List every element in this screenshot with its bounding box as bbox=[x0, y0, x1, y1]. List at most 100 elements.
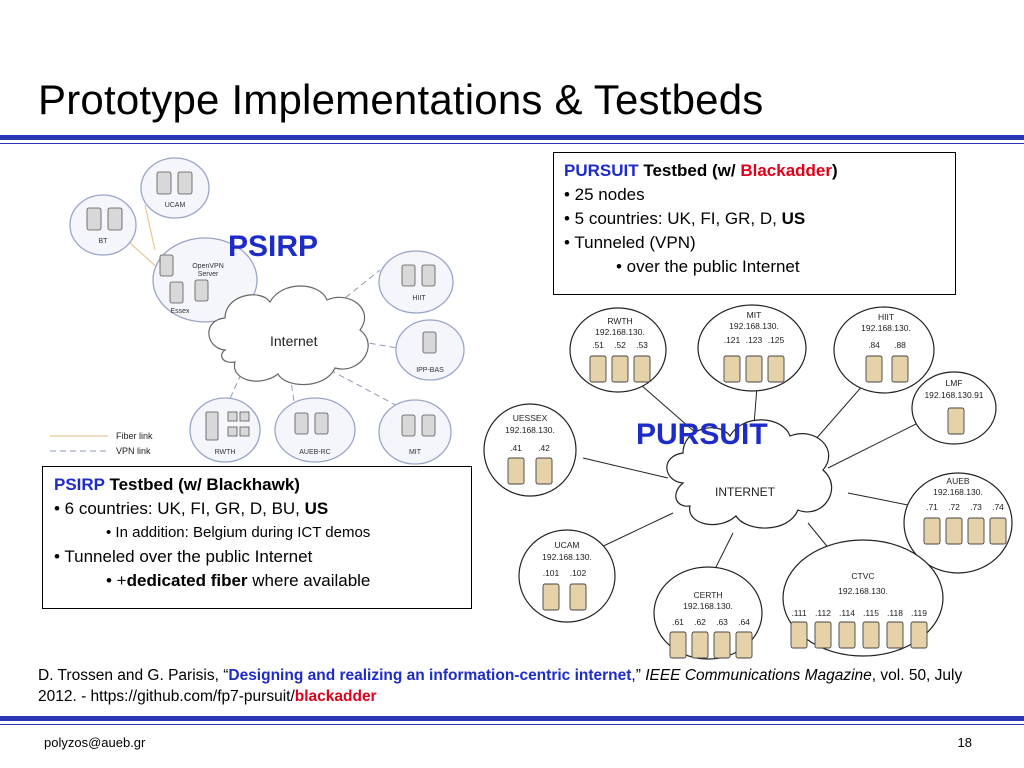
psirp-site-rwth: RWTH bbox=[215, 449, 236, 456]
psirp-internet-label: Internet bbox=[270, 333, 318, 349]
pursuit-item-countries: • 5 countries: UK, FI, GR, D, US bbox=[564, 207, 945, 231]
pursuit-ctvc-host-112: .112 bbox=[815, 608, 831, 618]
pursuit-certh-host-63: .63 bbox=[716, 617, 728, 627]
psirp-site-server: Server bbox=[198, 271, 219, 278]
pursuit-heading-name: PURSUIT bbox=[564, 161, 639, 180]
pursuit-network-diagram: INTERNET RWTH 192.168.130. .51 .52 .53 M… bbox=[483, 304, 1013, 660]
pursuit-label: PURSUIT bbox=[636, 418, 768, 451]
citation-paper-title: Designing and realizing an information-c… bbox=[228, 667, 632, 684]
pursuit-aueb-prefix: 192.168.130. bbox=[933, 487, 983, 497]
psirp-heading-name: PSIRP bbox=[54, 475, 105, 494]
footer-email: polyzos@aueb.gr bbox=[44, 735, 146, 750]
pursuit-box-heading: PURSUIT Testbed (w/ Blackadder) bbox=[564, 159, 945, 183]
citation-authors: D. Trossen and G. Parisis, “ bbox=[38, 667, 229, 684]
pursuit-site-rwth: RWTH bbox=[607, 316, 632, 326]
pursuit-item-tunneled: • Tunneled (VPN) bbox=[564, 233, 696, 252]
psirp-site-ucam: UCAM bbox=[165, 202, 186, 209]
psirp-fiber-rest: where available bbox=[247, 571, 371, 590]
pursuit-mit-host-121: .121 bbox=[724, 335, 741, 345]
psirp-site-bt: BT bbox=[99, 238, 109, 245]
pursuit-item-public-internet: • over the public Internet bbox=[616, 257, 800, 276]
pursuit-aueb-host-73: .73 bbox=[970, 502, 982, 512]
citation-repo-link[interactable]: blackadder bbox=[294, 688, 377, 705]
citation-details: , vol. 50, July 2012. - https://github.c… bbox=[38, 667, 963, 705]
pursuit-ctvc-host-114: .114 bbox=[839, 608, 855, 618]
legend-vpn-link: VPN link bbox=[116, 446, 151, 456]
pursuit-item-nodes: • 25 nodes bbox=[564, 185, 645, 204]
psirp-site-auebrc: AUEB-RC bbox=[299, 449, 331, 456]
pursuit-ctvc-host-118: .118 bbox=[887, 608, 903, 618]
pursuit-hiit-prefix: 192.168.130. bbox=[861, 323, 911, 333]
pursuit-mit-host-125: .125 bbox=[768, 335, 785, 345]
psirp-network-diagram: Internet UCAM BT OpenVPN Server Essex HI… bbox=[50, 157, 465, 465]
pursuit-site-aueb: AUEB bbox=[946, 476, 969, 486]
pursuit-ctvc-host-111: .111 bbox=[791, 608, 807, 618]
psirp-item-belgium: • In addition: Belgium during ICT demos bbox=[106, 524, 371, 541]
pursuit-testbed-box: PURSUIT Testbed (w/ Blackadder) • 25 nod… bbox=[553, 152, 956, 295]
footer-rule-thin bbox=[0, 724, 1024, 725]
pursuit-certh-prefix: 192.168.130. bbox=[683, 601, 733, 611]
psirp-fiber-plus: • + bbox=[106, 571, 127, 590]
psirp-heading-testbed: Testbed (w/ Blackhawk) bbox=[104, 475, 300, 494]
pursuit-ctvc-host-115: .115 bbox=[863, 608, 879, 618]
pursuit-certh-host-64: .64 bbox=[738, 617, 750, 627]
pursuit-hiit-host-88: .88 bbox=[894, 340, 906, 350]
pursuit-aueb-host-72: .72 bbox=[948, 502, 960, 512]
pursuit-internet-cloud bbox=[666, 419, 833, 529]
legend-fiber-link: Fiber link bbox=[116, 431, 153, 441]
pursuit-uessex-prefix: 192.168.130. bbox=[505, 425, 555, 435]
pursuit-uessex-host-42: .42 bbox=[538, 443, 550, 453]
psirp-label: PSIRP bbox=[228, 230, 319, 263]
pursuit-uessex-host-41: .41 bbox=[510, 443, 522, 453]
pursuit-ucam-host-101: .101 bbox=[543, 568, 560, 578]
pursuit-site-ucam: UCAM bbox=[554, 540, 579, 550]
psirp-countries-us: US bbox=[304, 499, 329, 518]
psirp-site-mit: MIT bbox=[409, 449, 422, 456]
title-rule bbox=[0, 135, 1024, 140]
psirp-site-openvpn: OpenVPN bbox=[192, 263, 224, 270]
pursuit-rwth-host-51: .51 bbox=[592, 340, 604, 350]
pursuit-ucam-prefix: 192.168.130. bbox=[542, 552, 592, 562]
internet-cloud bbox=[208, 285, 369, 386]
psirp-fiber-dedicated: dedicated fiber bbox=[126, 571, 248, 590]
pursuit-site-ctvc: CTVC bbox=[851, 571, 874, 581]
pursuit-site-lmf: LMF bbox=[946, 378, 963, 388]
pursuit-hiit-host-84: .84 bbox=[868, 340, 880, 350]
pursuit-heading-close: ) bbox=[832, 161, 838, 180]
citation-comma: ,” bbox=[631, 667, 646, 684]
psirp-site-ippbas: IPP-BAS bbox=[416, 367, 444, 374]
psirp-testbed-box: PSIRP Testbed (w/ Blackhawk) • 6 countri… bbox=[42, 466, 472, 609]
page-number: 18 bbox=[957, 735, 972, 750]
pursuit-certh-host-62: .62 bbox=[694, 617, 706, 627]
citation-journal: IEEE Communications Magazine bbox=[645, 667, 872, 684]
psirp-item-countries: • 6 countries: UK, FI, GR, D, BU, US bbox=[54, 497, 460, 521]
psirp-box-heading: PSIRP Testbed (w/ Blackhawk) bbox=[54, 473, 460, 497]
pursuit-countries-us: US bbox=[781, 209, 806, 228]
pursuit-internet-label: INTERNET bbox=[715, 485, 776, 499]
psirp-item-tunneled: • Tunneled over the public Internet bbox=[54, 547, 313, 566]
psirp-item-fiber: • +dedicated fiber where available bbox=[54, 569, 460, 593]
pursuit-certh-host-61: .61 bbox=[672, 617, 684, 627]
footer-rule bbox=[0, 716, 1024, 721]
pursuit-aueb-host-74: .74 bbox=[992, 502, 1004, 512]
pursuit-site-hiit: HIIT bbox=[878, 312, 894, 322]
pursuit-site-uessex: UESSEX bbox=[513, 413, 548, 423]
pursuit-heading-blackadder: Blackadder bbox=[740, 161, 832, 180]
pursuit-rwth-host-53: .53 bbox=[636, 340, 648, 350]
psirp-countries-text: • 6 countries: UK, FI, GR, D, BU, bbox=[54, 499, 305, 518]
slide-title: Prototype Implementations & Testbeds bbox=[38, 76, 764, 123]
pursuit-ctvc-prefix: 192.168.130. bbox=[838, 586, 888, 596]
citation: D. Trossen and G. Parisis, “Designing an… bbox=[38, 665, 998, 707]
psirp-site-hiit: HIIT bbox=[412, 295, 426, 302]
pursuit-site-certh: CERTH bbox=[693, 590, 722, 600]
pursuit-rwth-prefix: 192.168.130. bbox=[595, 327, 645, 337]
pursuit-site-mit: MIT bbox=[747, 310, 762, 320]
pursuit-rwth-host-52: .52 bbox=[614, 340, 626, 350]
title-rule-thin bbox=[0, 143, 1024, 144]
pursuit-heading-testbed: Testbed (w/ bbox=[638, 161, 741, 180]
pursuit-mit-host-123: .123 bbox=[746, 335, 763, 345]
pursuit-ucam-host-102: .102 bbox=[570, 568, 587, 578]
pursuit-aueb-host-71: .71 bbox=[926, 502, 938, 512]
pursuit-mit-prefix: 192.168.130. bbox=[729, 321, 779, 331]
pursuit-ctvc-host-119: .119 bbox=[911, 608, 927, 618]
